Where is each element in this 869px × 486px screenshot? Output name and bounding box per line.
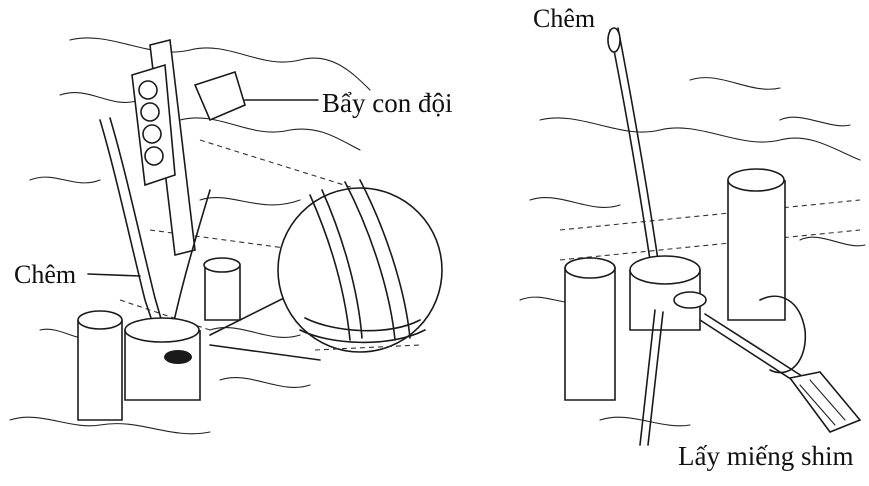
valve-lifters-right <box>565 169 785 400</box>
magnified-detail-circle <box>210 180 442 360</box>
right-illustration <box>520 28 865 445</box>
valve-lifters-left <box>78 258 240 420</box>
label-chem-right: Chêm <box>533 6 595 32</box>
label-chem-left: Chêm <box>14 262 76 288</box>
lifter-tool-handle <box>132 40 245 255</box>
leader-line-chem-left <box>88 274 140 276</box>
label-bay-con-doi: Bẩy con đội <box>322 90 452 117</box>
label-lay-mieng-shim: Lấy miếng shim <box>678 443 853 470</box>
